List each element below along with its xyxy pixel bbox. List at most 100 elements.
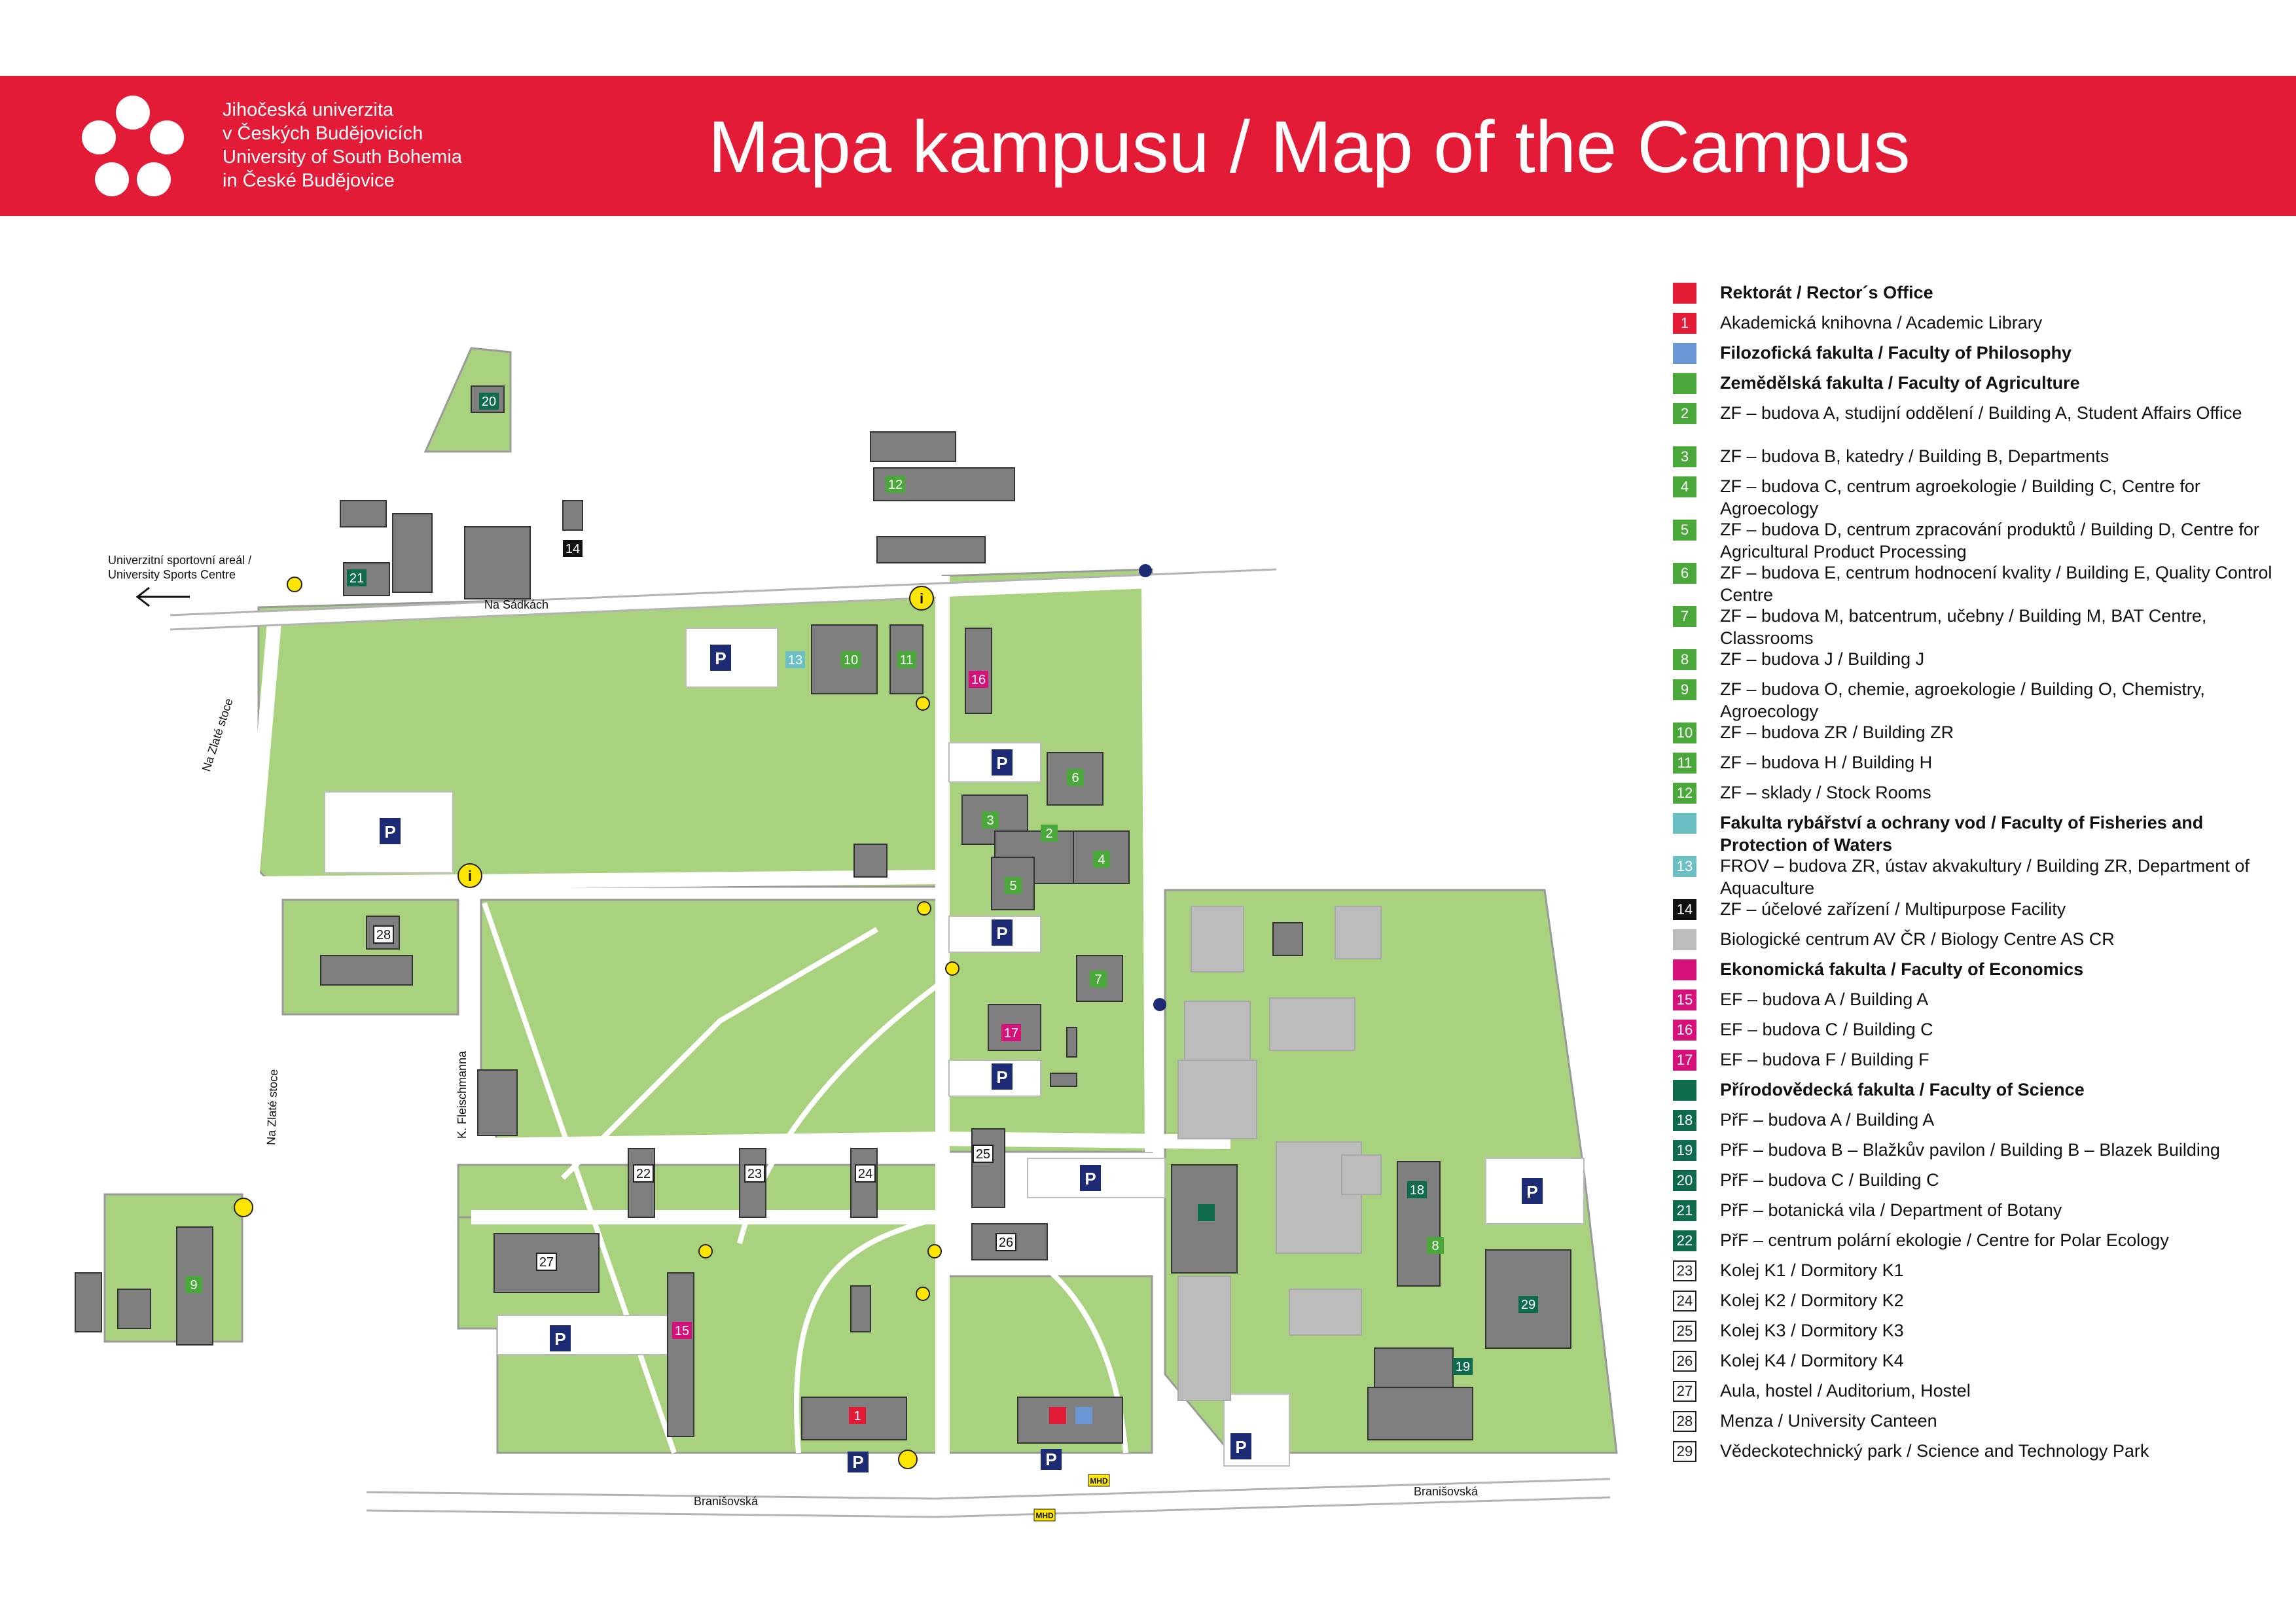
legend-label: Kolej K1 / Dormitory K1: [1720, 1260, 1904, 1280]
svg-text:25: 25: [976, 1147, 990, 1162]
legend-swatch: 2: [1673, 403, 1696, 424]
legend-swatch: [1673, 1080, 1696, 1101]
legend-swatch: 18: [1673, 1110, 1696, 1131]
legend-swatch: 5: [1673, 520, 1696, 541]
legend-label: Aula, hostel / Auditorium, Hostel: [1720, 1381, 1971, 1400]
legend-swatch: [1673, 929, 1696, 950]
legend-swatch: [1673, 343, 1696, 364]
legend-label: Filozofická fakulta / Faculty of Philoso…: [1720, 343, 2072, 363]
legend-label: ZF – budova A, studijní oddělení / Build…: [1720, 403, 2242, 423]
campus-map[interactable]: 20 12 14 21 13 10 11 16 6 3 2 4 5 7 17 2…: [0, 216, 1636, 1623]
header-bar: [0, 76, 2296, 216]
legend-swatch: 6: [1673, 563, 1696, 584]
svg-text:15: 15: [675, 1324, 689, 1338]
legend-swatch: [1673, 283, 1696, 304]
building-markers: 20 12 14 21 13 10 11 16 6 3 2 4 5 7 17 2…: [185, 393, 1538, 1424]
legend-swatch: [1673, 373, 1696, 394]
svg-text:23: 23: [747, 1167, 762, 1181]
legend-label: ZF – budova E, centrum hodnocení kvality…: [1720, 563, 2272, 605]
legend-label: ZF – budova O, chemie, agroekologie / Bu…: [1720, 679, 2205, 721]
page-title: Mapa kampusu / Map of the Campus: [708, 106, 1910, 188]
legend-swatch: 14: [1673, 899, 1696, 920]
legend-label: Rektorát / Rector´s Office: [1720, 283, 1933, 302]
university-logo: [82, 96, 184, 196]
svg-text:16: 16: [971, 673, 986, 687]
legend-swatch: 4: [1673, 476, 1696, 497]
svg-text:8: 8: [1431, 1239, 1439, 1253]
university-name-line: Jihočeská univerzita: [223, 99, 394, 120]
svg-text:21: 21: [350, 571, 364, 586]
svg-text:4: 4: [1098, 853, 1105, 867]
info-signs: i i: [234, 564, 1166, 1469]
svg-text:10: 10: [844, 653, 858, 668]
svg-text:3: 3: [986, 813, 994, 828]
legend-label: PřF – budova C / Building C: [1720, 1170, 1939, 1190]
svg-text:Na Zlaté stoce: Na Zlaté stoce: [264, 1069, 280, 1145]
svg-text:Branišovská: Branišovská: [694, 1495, 759, 1508]
legend-swatch: 12: [1673, 783, 1696, 804]
svg-text:P: P: [1526, 1182, 1537, 1202]
svg-text:MHD: MHD: [1035, 1511, 1054, 1520]
legend-label: ZF – sklady / Stock Rooms: [1720, 783, 1931, 802]
legend-label: ZF – budova ZR / Building ZR: [1720, 722, 1954, 742]
svg-text:Na Zlaté stoce: Na Zlaté stoce: [200, 697, 236, 774]
svg-text:Na Sádkách: Na Sádkách: [484, 598, 548, 611]
university-name-line: in České Budějovice: [223, 170, 395, 191]
svg-text:6: 6: [1071, 771, 1079, 785]
legend-swatch: 25: [1673, 1321, 1696, 1342]
legend-swatch: 9: [1673, 679, 1696, 700]
legend-label: Zemědělská fakulta / Faculty of Agricult…: [1720, 373, 2080, 393]
legend-label: ZF – budova C, centrum agroekologie / Bu…: [1720, 476, 2200, 518]
svg-text:1: 1: [853, 1409, 861, 1423]
svg-text:7: 7: [1094, 972, 1102, 987]
legend-label: ZF – budova D, centrum zpracování produk…: [1720, 520, 2259, 562]
svg-text:P: P: [996, 1067, 1007, 1087]
legend-label: Vědeckotechnický park / Science and Tech…: [1720, 1441, 2149, 1461]
legend-label: Menza / University Canteen: [1720, 1411, 1937, 1431]
svg-text:27: 27: [539, 1255, 554, 1270]
legend-swatch: 21: [1673, 1200, 1696, 1221]
legend-label: Kolej K2 / Dormitory K2: [1720, 1291, 1904, 1310]
legend-label: PřF – centrum polární ekologie / Centre …: [1720, 1230, 2169, 1250]
road-outline: [170, 568, 1611, 1518]
legend-swatch: 1: [1673, 313, 1696, 334]
svg-text:Branišovská: Branišovská: [1414, 1485, 1479, 1498]
legend-label: ZF – budova H / Building H: [1720, 753, 1933, 772]
legend-label: ZF – účelové zařízení / Multipurpose Fac…: [1720, 899, 2066, 919]
legend-swatch: 19: [1673, 1140, 1696, 1161]
university-name-line: University of South Bohemia: [223, 147, 462, 168]
legend-label: PřF – budova B – Blažkův pavilon / Build…: [1720, 1140, 2220, 1160]
svg-text:P: P: [996, 753, 1007, 773]
svg-text:2: 2: [1045, 827, 1052, 841]
svg-text:P: P: [1085, 1169, 1096, 1188]
legend-swatch: 28: [1673, 1411, 1696, 1432]
legend-swatch: 20: [1673, 1170, 1696, 1191]
svg-text:i: i: [468, 868, 472, 884]
legend-swatch: 17: [1673, 1050, 1696, 1071]
svg-text:University Sports Centre: University Sports Centre: [108, 568, 236, 581]
legend-label: Kolej K4 / Dormitory K4: [1720, 1351, 1904, 1370]
legend-swatch: 29: [1673, 1441, 1696, 1462]
svg-text:P: P: [384, 822, 395, 842]
legend-swatch: 11: [1673, 753, 1696, 774]
svg-text:14: 14: [565, 542, 580, 556]
legend-swatch: 16: [1673, 1020, 1696, 1041]
svg-text:P: P: [715, 649, 726, 668]
legend-label: EF – budova C / Building C: [1720, 1020, 1933, 1039]
svg-text:18: 18: [1410, 1183, 1424, 1198]
svg-text:29: 29: [1521, 1298, 1535, 1312]
legend-swatch: 23: [1673, 1260, 1696, 1281]
svg-text:9: 9: [190, 1278, 197, 1293]
legend-label: Kolej K3 / Dormitory K3: [1720, 1321, 1904, 1340]
legend-label: ZF – budova J / Building J: [1720, 649, 1925, 669]
svg-text:12: 12: [888, 478, 903, 492]
svg-text:P: P: [1045, 1450, 1056, 1469]
legend-label: Přírodovědecká fakulta / Faculty of Scie…: [1720, 1080, 2085, 1099]
svg-text:P: P: [852, 1452, 863, 1472]
bus-stops: MHD MHD: [1033, 1474, 1110, 1522]
svg-text:Univerzitní sportovní areál /: Univerzitní sportovní areál /: [108, 554, 251, 567]
svg-text:P: P: [1235, 1437, 1246, 1457]
legend-swatch: 24: [1673, 1291, 1696, 1311]
svg-text:13: 13: [788, 653, 802, 668]
legend-label: Biologické centrum AV ČR / Biology Centr…: [1720, 929, 2115, 949]
